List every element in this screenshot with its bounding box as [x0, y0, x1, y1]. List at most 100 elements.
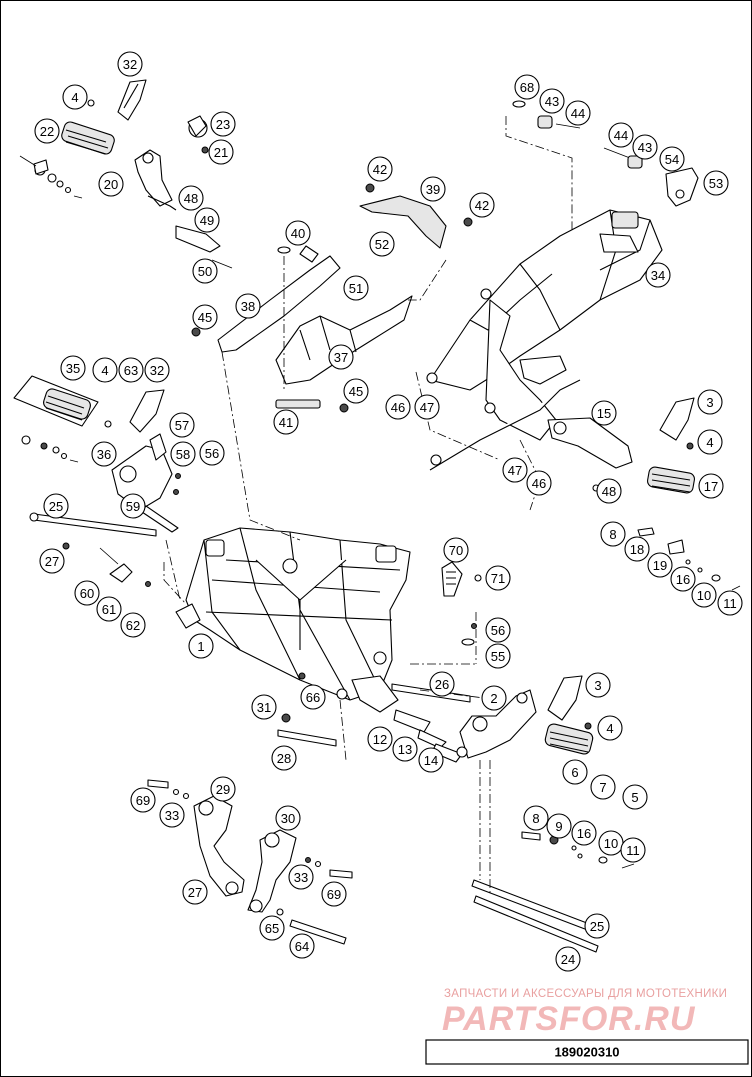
callout-4: 4	[697, 429, 723, 455]
callout-16: 16	[571, 820, 597, 846]
callout-44: 44	[608, 122, 634, 148]
main-frame	[175, 527, 411, 713]
callout-label: 42	[475, 198, 489, 213]
callout-circle	[300, 684, 326, 710]
callout-label: 50	[198, 264, 212, 279]
callout-circle	[34, 118, 60, 144]
callout-46: 46	[526, 470, 552, 496]
callout-circle	[620, 837, 646, 863]
callout-circle	[502, 457, 528, 483]
callout-circle	[624, 536, 650, 562]
callout-20: 20	[98, 171, 124, 197]
callout-label: 54	[665, 152, 679, 167]
rear-subframe	[426, 209, 663, 471]
callout-11: 11	[717, 590, 743, 616]
callout-label: 21	[214, 145, 228, 160]
callout-circle	[698, 473, 724, 499]
callout-circle	[188, 633, 214, 659]
callout-label: 12	[373, 732, 387, 747]
callout-label: 26	[435, 677, 449, 692]
callout-label: 16	[577, 826, 591, 841]
callout-circle	[485, 643, 511, 669]
callout-label: 16	[676, 572, 690, 587]
callout-30: 30	[275, 805, 301, 831]
callout-2: 2	[481, 685, 507, 711]
callout-43: 43	[539, 88, 565, 114]
callout-circle	[369, 231, 395, 257]
callout-27: 27	[182, 879, 208, 905]
callout-circle	[622, 784, 648, 810]
callout-54: 54	[659, 146, 685, 172]
callout-69: 69	[321, 881, 347, 907]
callout-circle	[367, 726, 393, 752]
callout-circle	[647, 552, 673, 578]
callout-21: 21	[208, 139, 234, 165]
callout-circle	[120, 612, 146, 638]
callout-label: 27	[188, 885, 202, 900]
callout-label: 71	[491, 571, 505, 586]
callout-label: 2	[490, 691, 497, 706]
callout-circle	[192, 258, 218, 284]
callout-26: 26	[429, 671, 455, 697]
callout-label: 66	[306, 690, 320, 705]
callout-label: 7	[599, 780, 606, 795]
callout-label: 36	[97, 447, 111, 462]
callout-label: 1	[197, 639, 204, 654]
callout-circle	[343, 378, 369, 404]
callout-8: 8	[523, 805, 549, 831]
callout-circle	[526, 470, 552, 496]
callout-70: 70	[443, 537, 469, 563]
callout-label: 20	[104, 177, 118, 192]
callout-label: 45	[198, 310, 212, 325]
callout-label: 25	[49, 499, 63, 514]
callout-label: 64	[295, 939, 309, 954]
callout-label: 17	[704, 479, 718, 494]
callout-71: 71	[485, 565, 511, 591]
callout-35: 35	[60, 355, 86, 381]
callout-circle	[288, 864, 314, 890]
callout-50: 50	[192, 258, 218, 284]
callout-label: 47	[420, 400, 434, 415]
callout-19: 19	[647, 552, 673, 578]
callout-label: 59	[126, 499, 140, 514]
callout-label: 35	[66, 361, 80, 376]
watermark-logo: PARTSFOR.RU	[442, 1000, 696, 1038]
callout-64: 64	[289, 933, 315, 959]
callout-circle	[443, 537, 469, 563]
callout-circle	[385, 394, 411, 420]
callout-label: 3	[594, 678, 601, 693]
callout-circle	[691, 582, 717, 608]
callout-circle	[469, 192, 495, 218]
callout-29: 29	[210, 776, 236, 802]
callout-5: 5	[622, 784, 648, 810]
callout-label: 18	[630, 542, 644, 557]
callout-label: 52	[375, 237, 389, 252]
callout-label: 48	[184, 191, 198, 206]
callout-circle	[43, 493, 69, 519]
callout-label: 27	[45, 554, 59, 569]
callout-label: 69	[327, 887, 341, 902]
callout-circle	[60, 355, 86, 381]
callout-label: 37	[334, 350, 348, 365]
callout-28: 28	[271, 745, 297, 771]
callout-label: 69	[136, 793, 150, 808]
callout-circle	[485, 617, 511, 643]
callout-circle	[273, 409, 299, 435]
callout-label: 24	[561, 952, 575, 967]
middle-bolts	[277, 561, 482, 761]
callout-label: 41	[279, 415, 293, 430]
callout-label: 33	[294, 870, 308, 885]
callout-circle	[328, 344, 354, 370]
callout-circle	[717, 590, 743, 616]
callout-4: 4	[597, 715, 623, 741]
callout-label: 10	[604, 836, 618, 851]
callout-circle	[562, 759, 588, 785]
callout-47: 47	[502, 457, 528, 483]
callout-12: 12	[367, 726, 393, 752]
callout-59: 59	[120, 493, 146, 519]
callout-42: 42	[367, 156, 393, 182]
callout-17: 17	[698, 473, 724, 499]
callout-32: 32	[144, 357, 170, 383]
callout-15: 15	[591, 400, 617, 426]
callout-circle	[259, 915, 285, 941]
